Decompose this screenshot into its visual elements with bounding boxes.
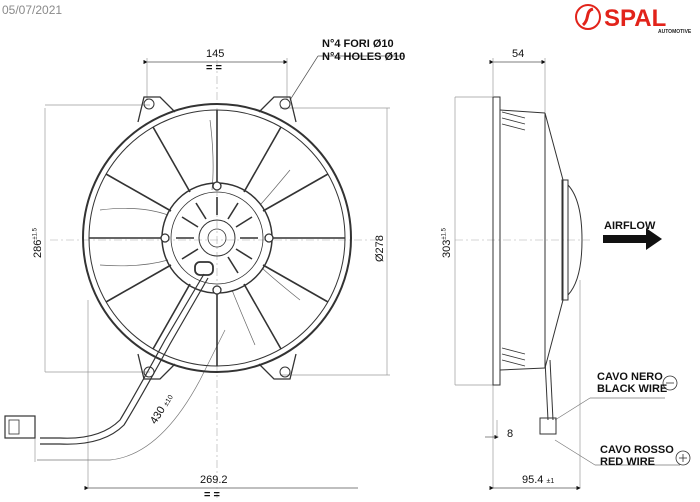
- spal-logo: SPAL AUTOMOTIVE: [572, 3, 696, 35]
- front-view-dimension-lines: [34, 55, 405, 491]
- side-view-dimension-lines: [454, 58, 680, 491]
- svg-text:SPAL: SPAL: [604, 5, 666, 32]
- red-wire-it: CAVO ROSSO: [600, 444, 674, 456]
- red-wire-en: RED WIRE: [600, 456, 655, 468]
- equal-mark-bottom: = =: [204, 489, 220, 501]
- dim-depth: 54: [512, 48, 525, 60]
- plus-symbol-icon: [675, 450, 691, 466]
- airflow-arrow-icon: [603, 228, 662, 250]
- black-wire-en: BLACK WIRE: [597, 383, 668, 395]
- document-date: 05/07/2021: [2, 3, 63, 17]
- holes-note-en: N°4 HOLES Ø10: [322, 51, 406, 63]
- dim-height-front: 286±1.5: [32, 228, 44, 258]
- dim-height-side: 303±1.5: [441, 228, 453, 258]
- dim-overall-depth: 95.4 ±1: [522, 474, 555, 486]
- holes-note-it: N°4 FORI Ø10: [322, 38, 394, 50]
- dim-flange: 8: [507, 428, 514, 440]
- fan-side-view: [492, 96, 583, 435]
- dim-overall-width: 269.2: [200, 474, 228, 486]
- fan-front-view: [4, 96, 352, 445]
- airflow-label: AIRFLOW: [604, 220, 656, 232]
- equal-mark-top: = =: [206, 62, 222, 74]
- svg-text:AUTOMOTIVE: AUTOMOTIVE: [658, 29, 692, 35]
- black-wire-it: CAVO NERO: [597, 371, 663, 383]
- dim-hole-spacing: 145: [206, 48, 225, 60]
- dim-diameter: Ø278: [374, 235, 386, 262]
- minus-symbol-icon: [662, 375, 678, 391]
- spal-swoosh-icon: SPAL AUTOMOTIVE: [575, 4, 692, 35]
